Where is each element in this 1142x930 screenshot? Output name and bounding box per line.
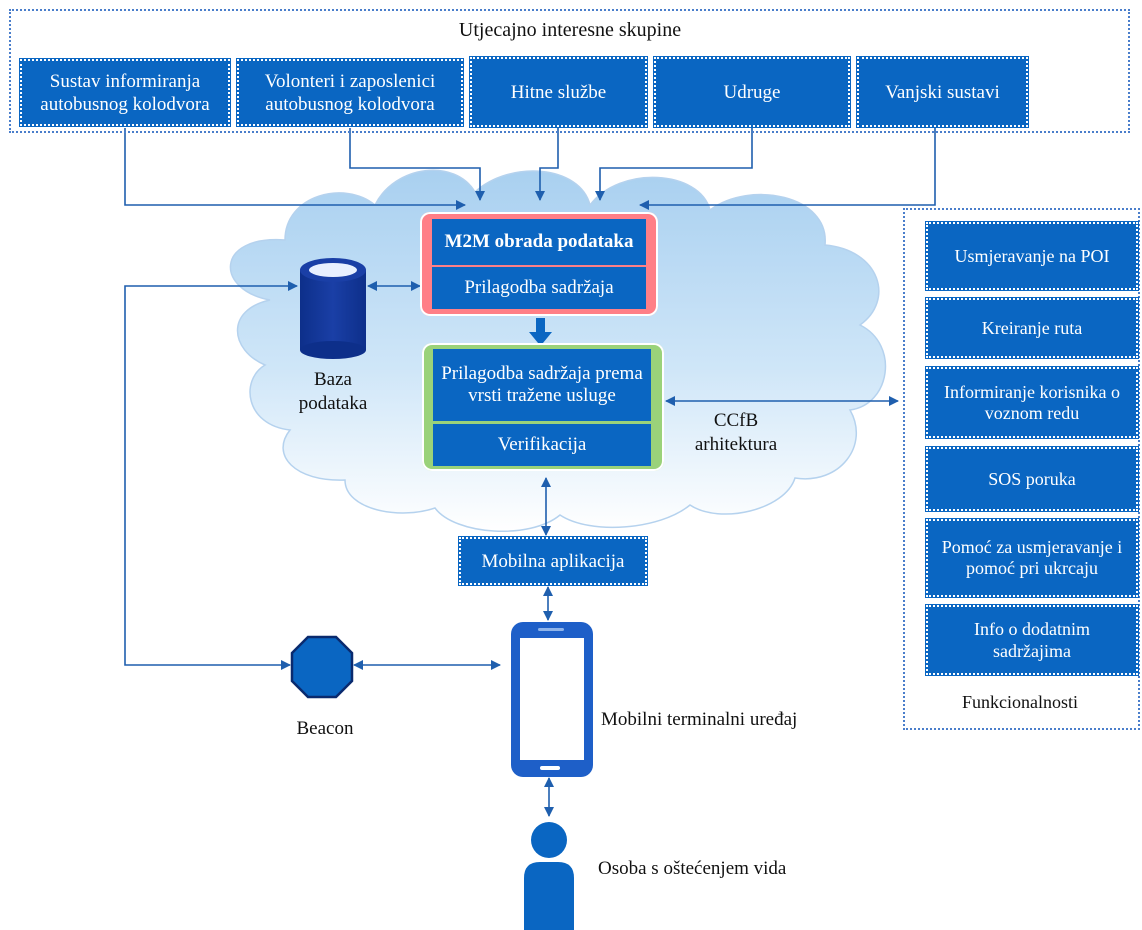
mobile-phone-icon xyxy=(511,622,593,777)
stakeholder-external-systems: Vanjski sustavi xyxy=(856,56,1029,128)
function-route-creation: Kreiranje ruta xyxy=(925,297,1139,359)
verification: Verifikacija xyxy=(433,424,651,466)
function-poi-guidance: Usmjeravanje na POI xyxy=(925,221,1139,291)
function-timetable-info: Informiranje korisnika o voznom redu xyxy=(925,366,1139,439)
content-adaptation: Prilagodba sadržaja xyxy=(432,267,646,309)
m2m-processing: M2M obrada podataka xyxy=(432,219,646,265)
stakeholder-bus-station-info-system: Sustav informiranja autobusnog kolodvora xyxy=(19,58,231,127)
stakeholders-group xyxy=(9,9,1130,133)
service-content-adaptation: Prilagodba sadržaja prema vrsti tražene … xyxy=(433,349,651,421)
flow-arrow-head xyxy=(529,332,552,346)
mobile-app-box: Mobilna aplikacija xyxy=(458,536,648,586)
stakeholder-associations: Udruge xyxy=(653,56,851,128)
beacon-label: Beacon xyxy=(296,718,354,739)
function-additional-content-info: Info o dodatnim sadržajima xyxy=(925,604,1139,676)
stakeholders-title: Utjecajno interesne skupine xyxy=(458,19,682,41)
database-label: Baza podataka xyxy=(298,369,368,414)
ccfb-architecture-label: CCfB arhitektura xyxy=(694,410,778,455)
database-cylinder xyxy=(300,258,366,359)
terminal-label: Mobilni terminalni uređaj xyxy=(601,709,798,730)
function-guidance-boarding-help: Pomoć za usmjeravanje i pomoć pri ukrcaj… xyxy=(925,518,1139,598)
stakeholder-emergency-services: Hitne službe xyxy=(469,56,648,128)
person-icon xyxy=(524,822,574,930)
functions-title: Funkcionalnosti xyxy=(962,692,1078,712)
function-sos-message: SOS poruka xyxy=(925,446,1139,512)
flow-arrow-shaft xyxy=(536,318,545,334)
person-label: Osoba s oštećenjem vida xyxy=(598,858,787,879)
stakeholder-volunteers-staff: Volonteri i zaposlenici autobusnog kolod… xyxy=(236,58,464,127)
beacon-icon xyxy=(290,635,354,699)
functions-group xyxy=(903,208,1140,730)
